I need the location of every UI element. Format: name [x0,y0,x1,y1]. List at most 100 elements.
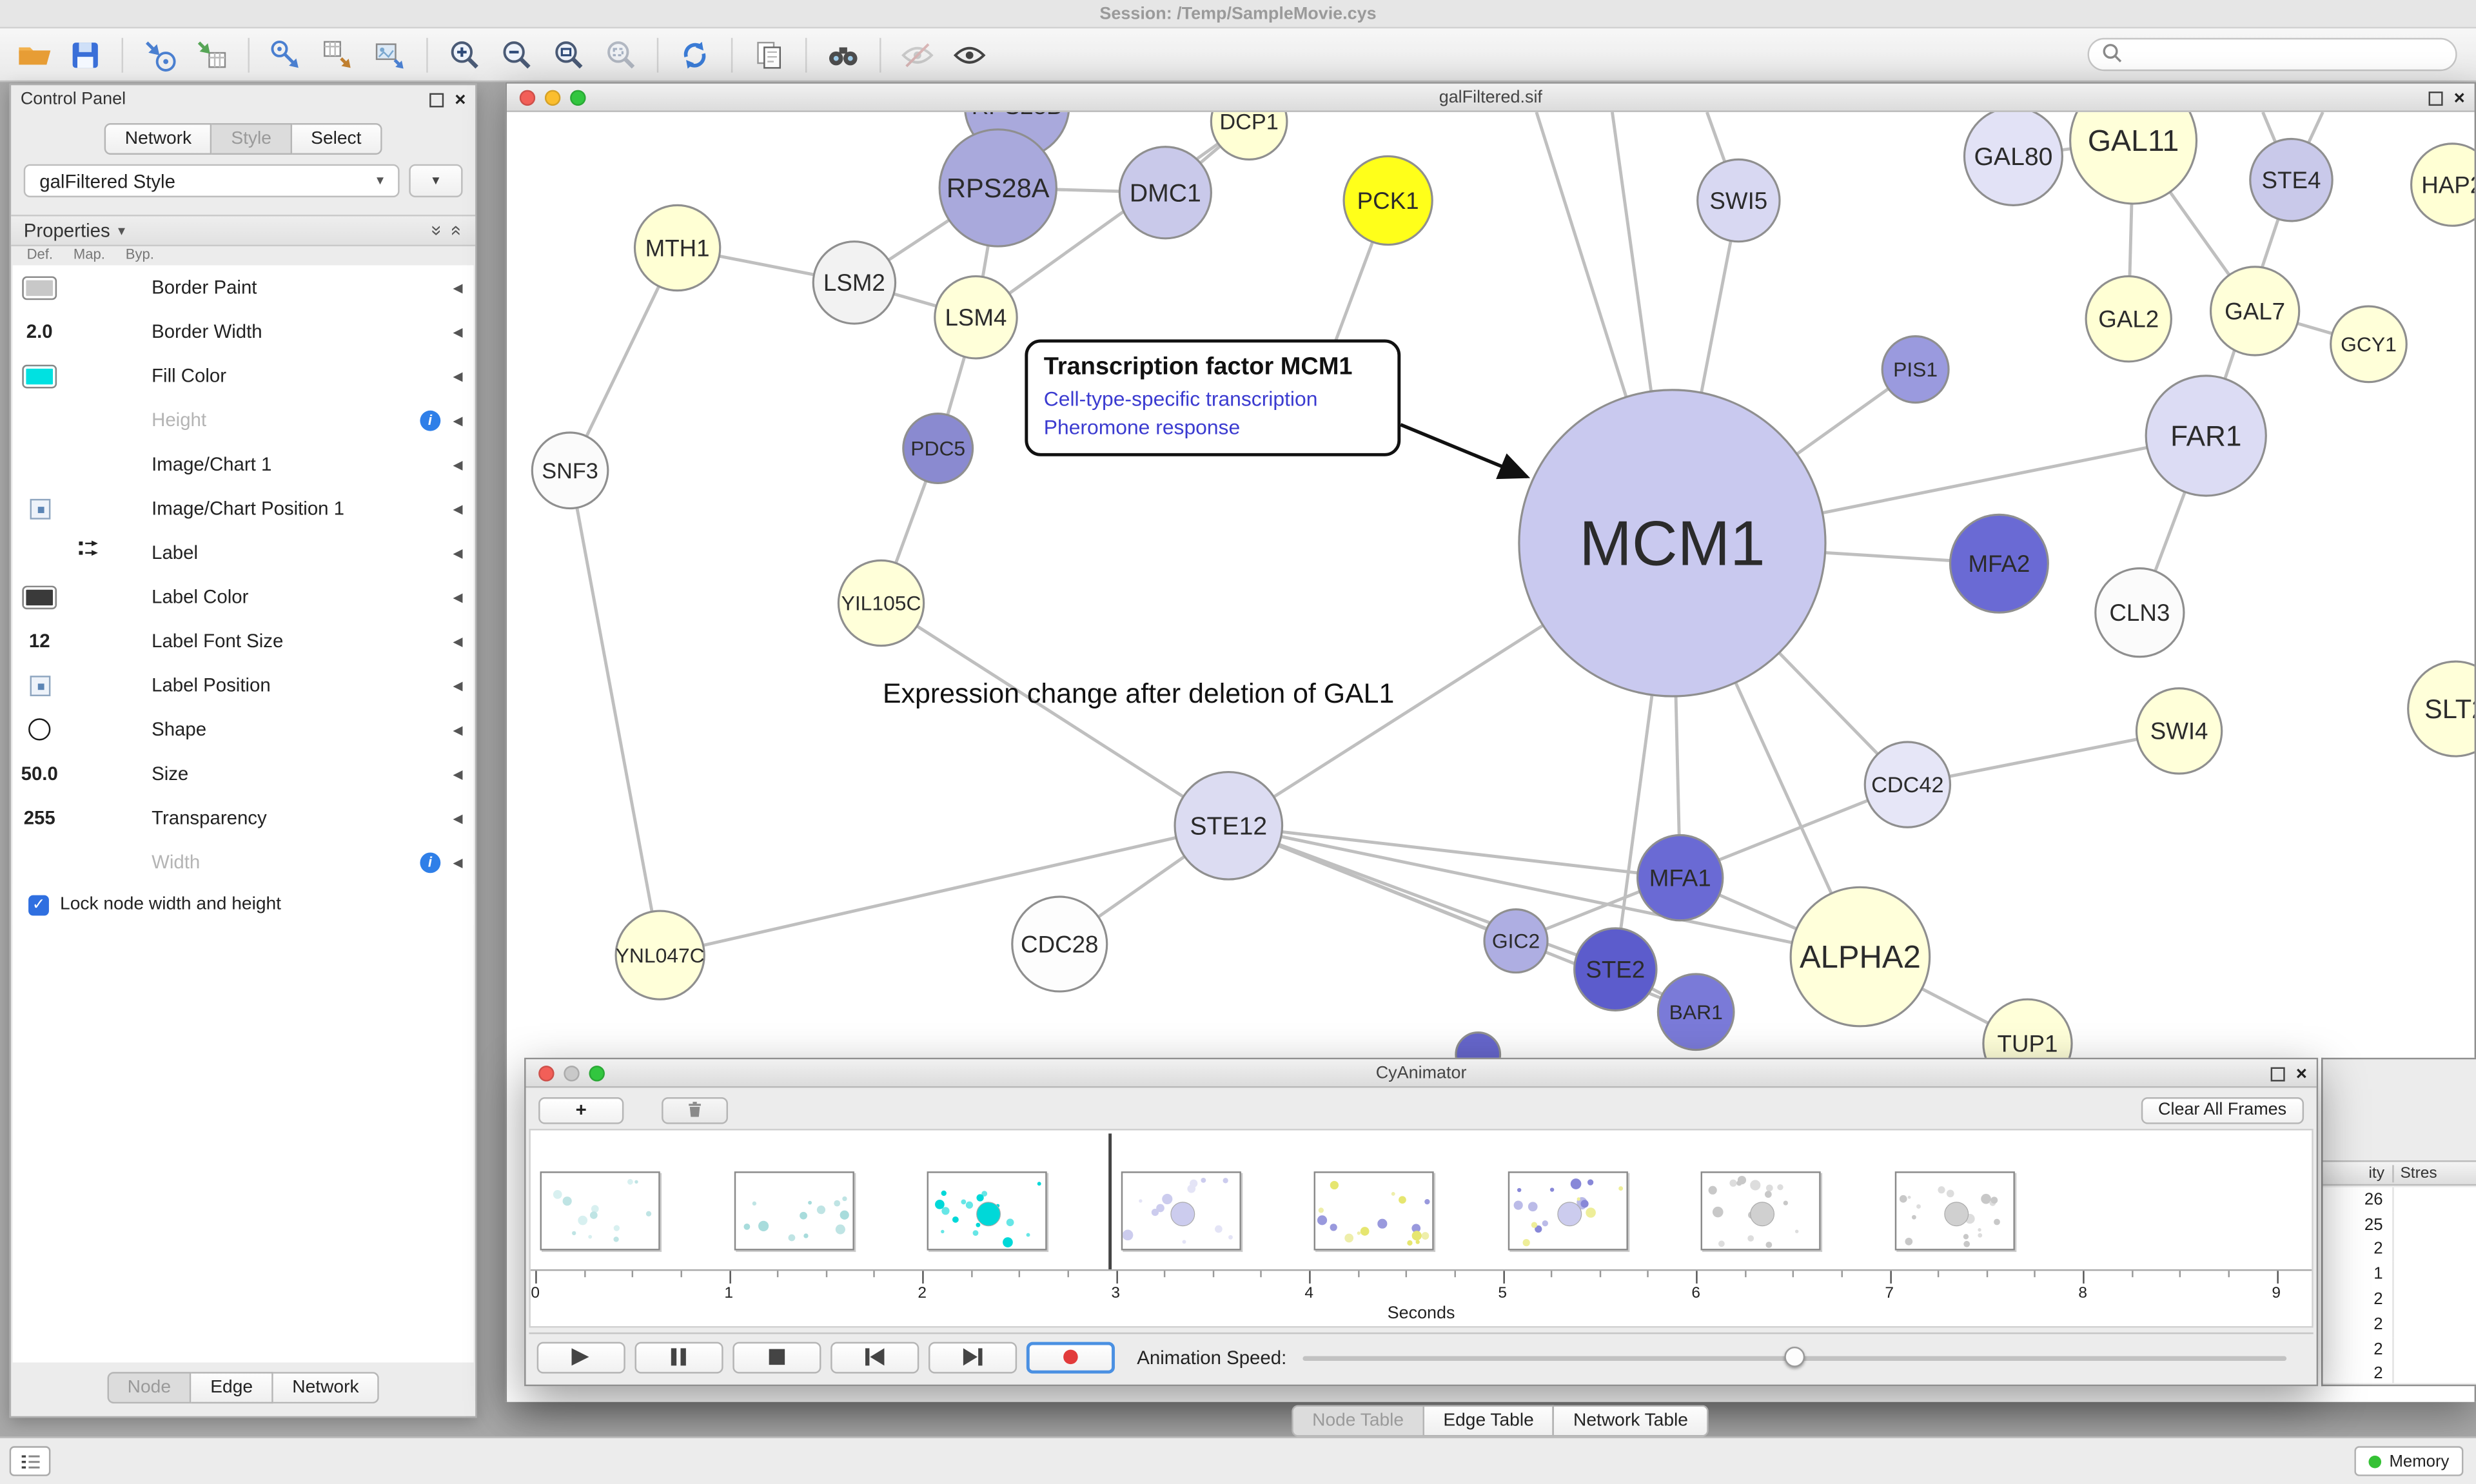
export-network-button[interactable] [262,34,310,75]
record-button[interactable] [1026,1341,1115,1373]
column-header[interactable]: ity [2368,1164,2384,1182]
zoom-fit-button[interactable] [545,34,592,75]
network-edge[interactable] [1228,824,1861,959]
expand-row-icon[interactable]: ◀ [453,413,463,427]
label-font-size-value[interactable]: 12 [28,630,50,652]
lock-size-checkbox[interactable]: ✓ [28,894,49,915]
expand-row-icon[interactable]: ◀ [453,501,463,516]
pause-button[interactable] [634,1341,723,1373]
network-edge[interactable] [1228,824,1680,880]
add-frame-button[interactable]: + [538,1096,624,1124]
node-STE4[interactable] [2249,137,2334,222]
ellipse-shape-icon[interactable] [28,718,51,741]
frame-thumbnail-7[interactable] [1894,1171,2014,1251]
label-color-swatch[interactable] [22,585,57,609]
node-YNL047C[interactable] [614,910,705,1001]
border-paint-swatch[interactable] [22,275,57,300]
node-SLT2[interactable] [2407,660,2475,757]
close-window-icon[interactable] [538,1066,555,1082]
node-PCK1[interactable] [1342,155,1433,246]
annotation-arrow[interactable] [1400,423,1531,480]
node-GIC2[interactable] [1483,908,1549,974]
node-CDC28[interactable] [1011,895,1108,993]
animation-speed-slider[interactable] [1302,1341,2287,1372]
node-STE2[interactable] [1573,927,1658,1011]
search-input[interactable] [2087,37,2457,72]
annotation-box[interactable]: Transcription factor MCM1 Cell-type-spec… [1025,339,1401,456]
hide-selected-button[interactable] [894,34,941,75]
expand-row-icon[interactable]: ◀ [453,766,463,781]
network-edge[interactable] [975,120,1250,319]
node-SWI4[interactable] [2135,687,2223,775]
expand-row-icon[interactable]: ◀ [453,456,463,472]
info-icon[interactable]: i [420,409,440,431]
node-MFA1[interactable] [1636,834,1724,922]
close-view-icon[interactable]: × [2295,1062,2307,1085]
zoom-selected-button[interactable] [597,34,644,75]
tab-edge[interactable]: Edge [191,1372,273,1404]
node-CDC42[interactable] [1863,741,1952,828]
frame-thumbnail-1[interactable] [733,1171,854,1251]
network-edge[interactable] [660,824,1229,957]
last-frame-button[interactable] [928,1341,1017,1373]
info-icon[interactable]: i [420,852,440,873]
node-GAL2[interactable] [2085,275,2172,363]
frame-thumbnail-3[interactable] [1120,1171,1241,1251]
network-edge[interactable] [568,470,662,956]
zoom-window-icon[interactable] [570,90,586,106]
expand-row-icon[interactable]: ◀ [453,324,463,339]
import-table-button[interactable] [188,34,235,75]
expand-row-icon[interactable]: ◀ [453,810,463,825]
node-CLN3[interactable] [2094,567,2185,658]
node-DCP1[interactable] [1210,112,1288,161]
node-GAL11[interactable] [2069,112,2198,205]
frame-thumbnail-4[interactable] [1313,1171,1434,1251]
export-image-button[interactable] [366,34,413,75]
stop-button[interactable] [732,1341,821,1373]
expand-row-icon[interactable]: ◀ [453,545,463,560]
expand-row-icon[interactable]: ◀ [453,634,463,649]
property-row-shape[interactable]: Shape◀ [13,707,474,752]
frame-thumbnail-5[interactable] [1507,1171,1627,1251]
tab-network-table[interactable]: Network Table [1554,1405,1709,1437]
tab-node-table[interactable]: Node Table [1292,1405,1424,1437]
network-edge[interactable] [880,601,1230,827]
node-GAL7[interactable] [2209,266,2301,356]
close-panel-icon[interactable]: × [455,88,466,111]
minimize-window-icon[interactable] [564,1066,580,1082]
discrete-mapping-icon[interactable] [77,538,99,568]
find-button[interactable] [820,34,867,75]
task-history-button[interactable] [9,1446,51,1476]
play-button[interactable] [536,1341,625,1373]
size-value[interactable]: 50.0 [21,762,58,785]
property-row-border-paint[interactable]: Border Paint◀ [13,265,474,309]
network-edge[interactable] [1907,729,2180,786]
float-window-icon[interactable] [2270,1066,2285,1081]
import-network-button[interactable] [136,34,183,75]
node-STE12[interactable] [1174,770,1284,881]
expand-row-icon[interactable]: ◀ [453,678,463,692]
node-GCY1[interactable] [2330,305,2408,384]
tab-node[interactable]: Node [106,1372,192,1404]
expand-row-icon[interactable]: ◀ [453,722,463,737]
frame-thumbnail-2[interactable] [927,1171,1047,1251]
border-width-value[interactable]: 2.0 [26,320,53,343]
zoom-out-button[interactable] [493,34,540,75]
tab-network-style[interactable]: Network [273,1372,380,1404]
node-ALPHA2[interactable] [1789,886,1931,1028]
float-window-icon[interactable] [2428,90,2443,105]
property-row-label[interactable]: Label◀ [13,531,474,575]
delete-frame-button[interactable] [662,1096,728,1124]
export-table-button[interactable] [314,34,361,75]
property-row-label-position[interactable]: Label Position◀ [13,663,474,708]
node-HAP2[interactable] [2410,142,2475,227]
node-MTH1[interactable] [633,204,722,292]
property-row-fill-color[interactable]: Fill Color◀ [13,354,474,398]
open-session-button[interactable] [10,34,57,75]
